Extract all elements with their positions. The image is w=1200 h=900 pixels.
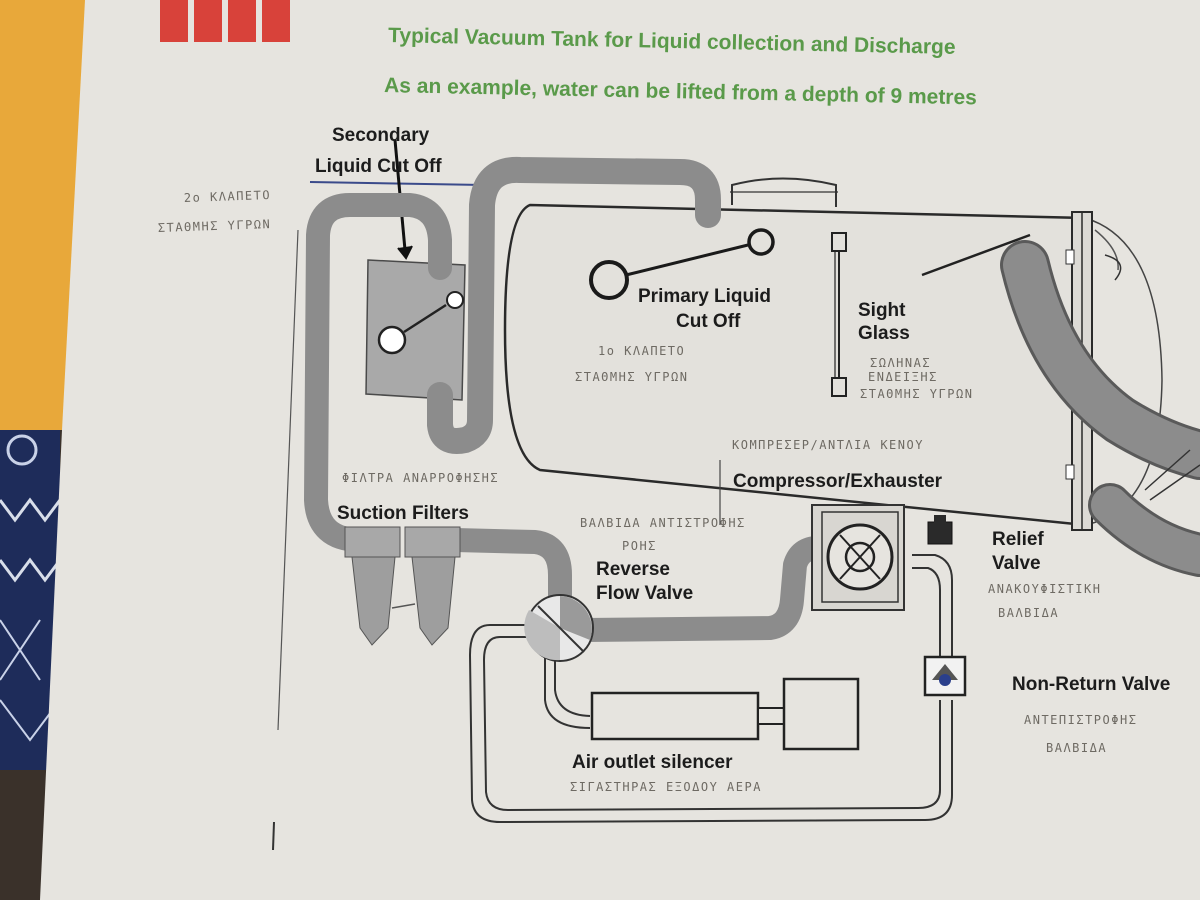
label-relief-1: Relief <box>992 529 1044 550</box>
discharge-hose <box>1000 240 1200 577</box>
hand-sight-3: ΣΤΑΘΜΗΣ ΥΓΡΩΝ <box>860 387 973 401</box>
hand-secondary-1: 2ο ΚΛΑΠΕΤΟ <box>184 188 272 205</box>
margin-line <box>277 229 299 731</box>
margin-tick <box>272 821 275 851</box>
air-outlet-silencer <box>590 677 860 751</box>
hand-primary-1: 1ο ΚΛΑΠΕΤΟ <box>598 344 685 358</box>
label-air-outlet: Air outlet silencer <box>572 752 733 773</box>
hand-reverse-1: ΒΑΛΒΙΔΑ ΑΝΤΙΣΤΡΟΦΗΣ <box>580 516 746 530</box>
hand-relief-2: ΒΑΛΒΙΔΑ <box>998 606 1059 620</box>
compressor-exhauster <box>811 504 905 611</box>
hand-silencer: ΣΙΓΑΣΤΗΡΑΣ ΕΞΟΔΟΥ ΑΕΡΑ <box>570 780 762 794</box>
hand-secondary-2: ΣΤΑΘΜΗΣ ΥΓΡΩΝ <box>158 217 272 235</box>
hand-nonreturn-2: ΒΑΛΒΙΔΑ <box>1046 741 1107 755</box>
label-relief-2: Valve <box>992 553 1041 574</box>
suction-filters <box>344 526 461 646</box>
label-suction-filters: Suction Filters <box>337 503 469 524</box>
label-reverse-1: Reverse <box>596 559 670 580</box>
hand-reverse-2: ΡΟΗΣ <box>622 539 657 553</box>
label-secondary-1: Secondary <box>332 125 430 146</box>
pipe-network <box>304 156 953 824</box>
non-return-valve <box>923 655 967 697</box>
hand-sight-2: ΕΝΔΕΙΞΗΣ <box>868 370 938 384</box>
sight-glass <box>831 232 847 397</box>
relief-valve <box>927 515 953 545</box>
hand-relief-1: ΑΝΑΚΟΥΦΙΣΤΙΚΗ <box>988 582 1101 596</box>
label-sight-1: Sight <box>858 300 906 321</box>
label-sight-2: Glass <box>858 323 910 344</box>
hand-filters: ΦΙΛΤΡΑ ΑΝΑΡΡΟΦΗΣΗΣ <box>342 471 499 485</box>
primary-liquid-cutoff <box>589 228 775 300</box>
label-primary-2: Cut Off <box>676 311 741 332</box>
reverse-flow-valve <box>524 594 594 662</box>
blue-underline <box>309 181 485 186</box>
hand-nonreturn-1: ΑΝΤΕΠΙΣΤΡΟΦΗΣ <box>1024 713 1137 727</box>
company-logo <box>160 0 290 42</box>
hand-compressor: ΚΟΜΠΡΕΣΕΡ/ΑΝΤΛΙΑ ΚΕΝΟΥ <box>732 438 924 452</box>
hand-primary-2: ΣΤΑΘΜΗΣ ΥΓΡΩΝ <box>575 370 688 384</box>
label-primary-1: Primary Liquid <box>638 286 771 307</box>
label-reverse-2: Flow Valve <box>596 583 693 604</box>
label-non-return: Non-Return Valve <box>1012 674 1170 695</box>
label-secondary-2: Liquid Cut Off <box>315 156 442 177</box>
hand-sight-1: ΣΩΛΗΝΑΣ <box>870 356 931 370</box>
label-compressor: Compressor/Exhauster <box>733 471 943 492</box>
